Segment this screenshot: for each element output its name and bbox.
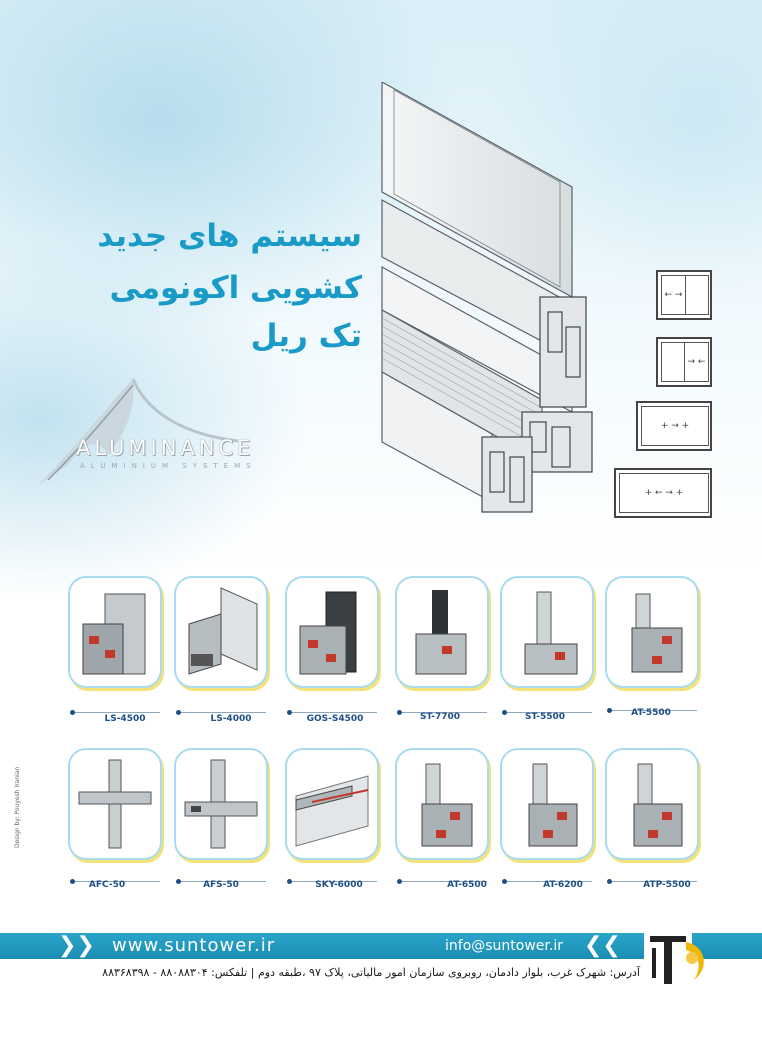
label-line (70, 879, 160, 884)
product-card-ls-4500 (70, 578, 160, 686)
label-line (287, 710, 377, 715)
window-icon-2: → ← (656, 337, 712, 387)
product-image (415, 590, 467, 675)
product-label: ST-7700 (419, 712, 461, 722)
chevron-left-icon: ❮❮ (584, 933, 621, 958)
product-label: ATP-5500 (643, 880, 691, 890)
label-line (176, 879, 266, 884)
headline-line-1: سیستم های جدید (97, 218, 362, 254)
product-card-gos-s4500 (287, 578, 377, 686)
designer-credit: Design by: Pouyesh Iranian (14, 766, 21, 848)
product-image (299, 591, 357, 675)
product-card-at-5500 (607, 578, 697, 686)
product-card-st-5500 (502, 578, 592, 686)
product-card-atp-5500 (607, 750, 697, 858)
label-line (176, 710, 266, 715)
product-label: SKY-6000 (315, 880, 363, 890)
chevron-right-icon: ❯❯ (58, 933, 95, 958)
product-image (631, 593, 683, 673)
product-card-at-6200 (502, 750, 592, 858)
product-card-at-6500 (397, 750, 487, 858)
label-line (502, 879, 592, 884)
window-arrows: → ← (687, 357, 706, 367)
label-line (397, 710, 487, 715)
product-image (528, 763, 578, 847)
window-arrows: ← → (664, 290, 683, 300)
window-arrows: + ← → + (644, 488, 684, 498)
window-icon-1: ← → (656, 270, 712, 320)
product-card-afc-50 (70, 750, 160, 858)
headline-line-3: تک ریل (250, 318, 362, 354)
address-line: آدرس: شهرک غرب، بلوار دادمان، روبروی ساز… (102, 966, 640, 979)
product-card-sky-6000 (287, 750, 377, 858)
headline-line-2: کشویی اکونومی (109, 270, 362, 306)
product-card-ls-4000 (176, 578, 266, 686)
product-label: GOS-S4500 (306, 714, 364, 724)
suntower-logo (644, 930, 704, 988)
label-line (70, 710, 160, 715)
aluminance-logo (38, 378, 239, 485)
window-icon-4: + ← → + (614, 468, 712, 518)
product-label: AT-6200 (543, 880, 583, 890)
window-arrows: + → + (660, 421, 690, 431)
brand-tagline: ALUMINIUM SYSTEMS (80, 462, 257, 470)
product-label: LS-4000 (210, 714, 252, 724)
label-line (607, 708, 697, 713)
product-card-st-7700 (397, 578, 487, 686)
window-icon-3: + → + (636, 401, 712, 451)
product-image (78, 759, 152, 849)
product-image (188, 587, 258, 675)
product-card-afs-50 (176, 750, 266, 858)
footer-band: ❯❯ www.suntower.ir info@suntower.ir ❮❮ (0, 933, 762, 959)
product-label: AT-5500 (631, 708, 671, 718)
hero-profile-illustration (381, 82, 593, 513)
product-label: ST-5500 (524, 712, 566, 722)
label-line (607, 879, 697, 884)
product-image (421, 763, 473, 847)
product-image (82, 593, 146, 675)
product-image (295, 775, 369, 847)
product-label: AFS-50 (203, 880, 239, 890)
label-line (502, 710, 592, 715)
website-link[interactable]: www.suntower.ir (112, 935, 276, 956)
product-image (524, 591, 578, 675)
product-label: LS-4500 (104, 714, 146, 724)
product-label: AT-6500 (447, 880, 487, 890)
brand-name: ALUMINANCE (76, 436, 255, 460)
label-line (397, 879, 487, 884)
label-line (287, 879, 377, 884)
product-image (633, 763, 683, 847)
email-link[interactable]: info@suntower.ir (445, 938, 563, 954)
product-image (184, 759, 258, 849)
product-label: AFC-50 (88, 880, 126, 890)
